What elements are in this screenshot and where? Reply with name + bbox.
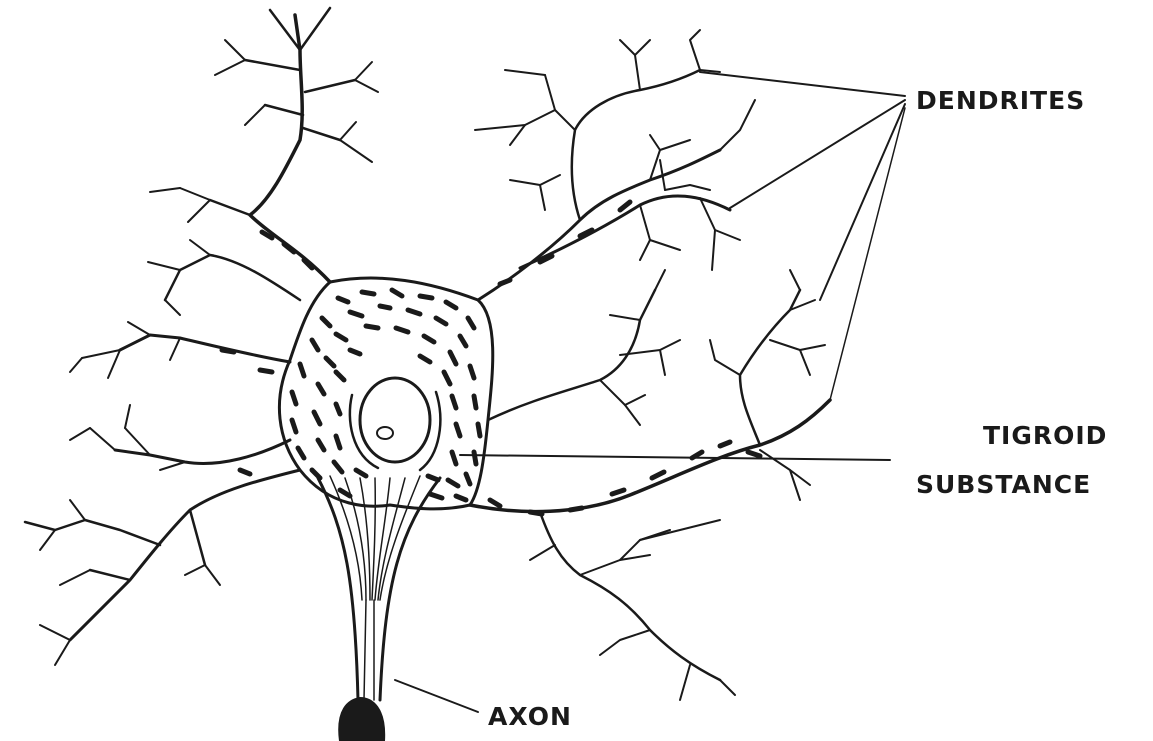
dendrite-bottom-right xyxy=(530,512,735,700)
dendrite-left xyxy=(70,240,300,470)
dendrite-lower-right xyxy=(470,270,830,512)
dendrite-upper-left xyxy=(150,8,378,282)
leader-lines xyxy=(395,72,905,712)
label-tigroid-line2: SUBSTANCE xyxy=(916,470,1091,500)
dendrite-right xyxy=(520,160,740,270)
dendrite-mid-right xyxy=(488,270,680,425)
label-dendrites: DENDRITES xyxy=(916,86,1085,116)
nucleolus xyxy=(377,427,393,439)
label-tigroid-line1: TIGROID xyxy=(983,421,1107,451)
cell-body-outline xyxy=(279,278,492,509)
dendrite-lower-left xyxy=(25,470,300,665)
axon xyxy=(318,478,440,741)
label-axon: AXON xyxy=(488,702,572,732)
nucleus xyxy=(360,378,430,462)
